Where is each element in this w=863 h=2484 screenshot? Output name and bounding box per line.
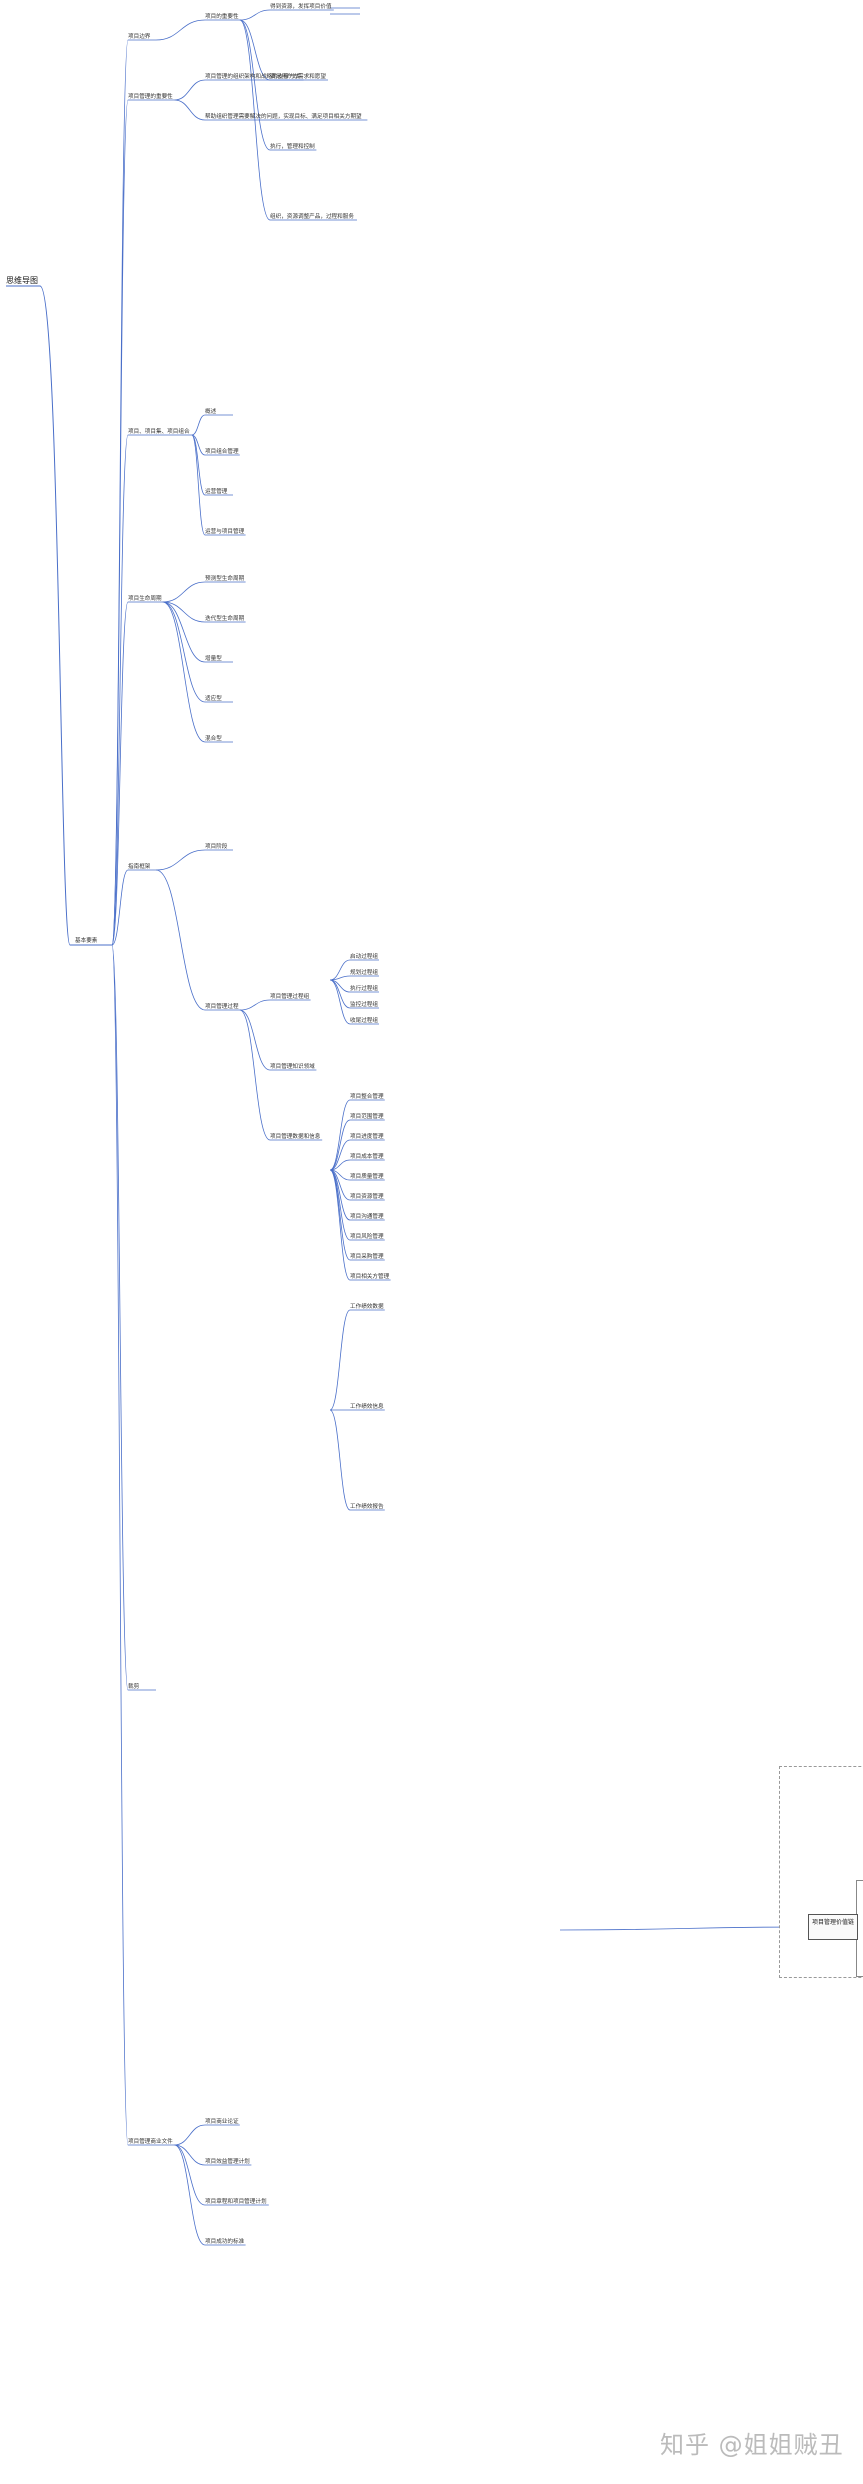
node-d2[interactable]: 迭代型生命周期: [205, 614, 245, 622]
edge-main-b0: [111, 99, 129, 946]
edge-main-d0: [111, 601, 129, 946]
knowledge-area-7[interactable]: 项目风险管理: [350, 1232, 384, 1240]
data-item-1[interactable]: 工作绩效信息: [350, 1402, 384, 1410]
edge-a1-a4: [239, 19, 271, 151]
edge-ka-9: [329, 1169, 351, 1281]
node-e3[interactable]: 项目管理过程组: [270, 992, 310, 1000]
edge-ka-8: [329, 1169, 351, 1261]
edge-ka-2: [329, 1139, 351, 1171]
node-f0[interactable]: 裁剪: [128, 1682, 140, 1690]
knowledge-area-9[interactable]: 项目相关方管理: [350, 1272, 390, 1280]
node-a1[interactable]: 项目的重要性: [205, 12, 239, 20]
edge-to-side-node: [559, 1926, 809, 1931]
mind-map-labels: 项目边界 项目的重要性 得到资源，发挥项目价值满足用户的需求和愿望执行，管理和控制组…: [128, 2, 390, 2245]
node-a3[interactable]: 满足用户的需求和愿望: [270, 72, 326, 80]
knowledge-area-0[interactable]: 项目整合管理: [350, 1092, 384, 1100]
edge-a1-a3: [239, 19, 271, 81]
node-g4[interactable]: 项目成功的标准: [205, 2237, 245, 2245]
node-d4[interactable]: 适应型: [205, 694, 222, 702]
node-g1[interactable]: 项目商业论证: [205, 2117, 239, 2125]
edge-d0-d5: [162, 601, 206, 743]
edge-di-2: [329, 1409, 351, 1511]
node-g0[interactable]: 项目管理商业文件: [128, 2137, 173, 2145]
node-a5[interactable]: 组织，资源调整产品，过程和服务: [270, 212, 354, 220]
edge-g0-g3: [174, 2144, 206, 2206]
node-a4[interactable]: 执行，管理和控制: [270, 142, 315, 150]
node-d1[interactable]: 预测型生命周期: [205, 574, 245, 582]
main-branch-label: 基本要素: [75, 936, 98, 944]
node-c2[interactable]: 项目组合管理: [205, 447, 239, 455]
edge-ka-0: [329, 1099, 351, 1171]
edge-g0-g4: [174, 2144, 206, 2246]
edge-g0-g2: [174, 2144, 206, 2166]
edge-pg-4: [329, 979, 351, 1025]
knowledge-area-6[interactable]: 项目沟通管理: [350, 1212, 384, 1220]
process-group-4[interactable]: 收尾过程组: [350, 1016, 378, 1024]
edge-a1-a2: [239, 9, 271, 21]
node-e2[interactable]: 项目管理过程: [205, 1002, 239, 1010]
edge-d0-d3: [162, 601, 206, 663]
node-d5[interactable]: 混合型: [205, 734, 222, 742]
edge-e2-e5: [239, 1009, 271, 1141]
node-d0[interactable]: 项目生命周期: [128, 594, 162, 602]
edge-pg-3: [329, 979, 351, 1009]
edge-c0-c1: [191, 414, 206, 436]
edge-a0-a1: [155, 19, 206, 41]
edge-d0-d2: [162, 601, 206, 623]
edge-ka-1: [329, 1119, 351, 1171]
edge-pg-0: [329, 959, 351, 981]
watermark-text: 知乎 @姐姐贼丑: [660, 2431, 844, 2459]
node-a2[interactable]: 得到资源，发挥项目价值: [270, 2, 332, 10]
knowledge-area-8[interactable]: 项目采购管理: [350, 1252, 384, 1260]
process-group-1[interactable]: 规划过程组: [350, 968, 378, 976]
edge-main-e0: [111, 869, 129, 946]
process-group-3[interactable]: 监控过程组: [350, 1000, 378, 1008]
edge-g0-g1: [174, 2124, 206, 2146]
knowledge-area-3[interactable]: 项目成本管理: [350, 1152, 384, 1160]
node-e1[interactable]: 项目阶段: [205, 842, 228, 850]
node-a0[interactable]: 项目边界: [128, 32, 151, 40]
node-d3[interactable]: 增量型: [205, 654, 222, 662]
edge-c0-c4: [191, 434, 206, 536]
edge-e2-e4: [239, 1009, 271, 1071]
side-node-value-chain[interactable]: 项目管理价值链: [808, 1914, 858, 1940]
node-g2[interactable]: 项目效益管理计划: [205, 2157, 250, 2165]
node-c4[interactable]: 运营与项目管理: [205, 527, 245, 535]
edge-e0-e1: [155, 849, 206, 871]
knowledge-area-1[interactable]: 项目范围管理: [350, 1112, 384, 1120]
node-b0[interactable]: 项目管理的重要性: [128, 92, 173, 100]
knowledge-area-2[interactable]: 项目进度管理: [350, 1132, 384, 1140]
edge-e0-e2: [155, 869, 206, 1011]
knowledge-area-5[interactable]: 项目资源管理: [350, 1192, 384, 1200]
side-panel-box: [779, 1766, 863, 1978]
node-c1[interactable]: 概述: [205, 407, 217, 415]
root-node-label: 思维导图: [6, 275, 38, 285]
process-group-0[interactable]: 启动过程组: [350, 952, 378, 960]
process-group-2[interactable]: 执行过程组: [350, 984, 378, 992]
mind-map-edges: [111, 7, 809, 2246]
data-item-0[interactable]: 工作绩效数据: [350, 1302, 384, 1310]
node-c3[interactable]: 运营管理: [205, 487, 228, 495]
node-b1[interactable]: 项目管理的组织架构和战略的支撑方式: [205, 72, 301, 80]
edge-d0-d4: [162, 601, 206, 703]
node-c0[interactable]: 项目、项目集、项目组合: [128, 427, 190, 435]
edge-di-0: [329, 1309, 351, 1411]
edge-b0-b2: [174, 99, 206, 121]
edge-ka-7: [329, 1169, 351, 1241]
node-e4[interactable]: 项目管理知识领域: [270, 1062, 315, 1070]
edge-main-g0: [111, 944, 129, 2146]
edge-e2-e3: [239, 999, 271, 1011]
node-g3[interactable]: 项目章程和项目管理计划: [205, 2197, 267, 2205]
root-trunk-edge: [39, 285, 71, 946]
edge-main-f0: [111, 944, 129, 1691]
edge-b0-b1: [174, 79, 206, 101]
knowledge-area-4[interactable]: 项目质量管理: [350, 1172, 384, 1180]
node-e0[interactable]: 指南框架: [128, 862, 151, 870]
data-item-2[interactable]: 工作绩效报告: [350, 1502, 384, 1510]
node-b2[interactable]: 帮助组织管理需要解决的问题，实现目标、满足项目相关方期望: [205, 112, 362, 120]
edge-ka-3: [329, 1159, 351, 1171]
node-e5[interactable]: 项目管理数据和信息: [270, 1132, 321, 1140]
edge-d0-d1: [162, 581, 206, 603]
